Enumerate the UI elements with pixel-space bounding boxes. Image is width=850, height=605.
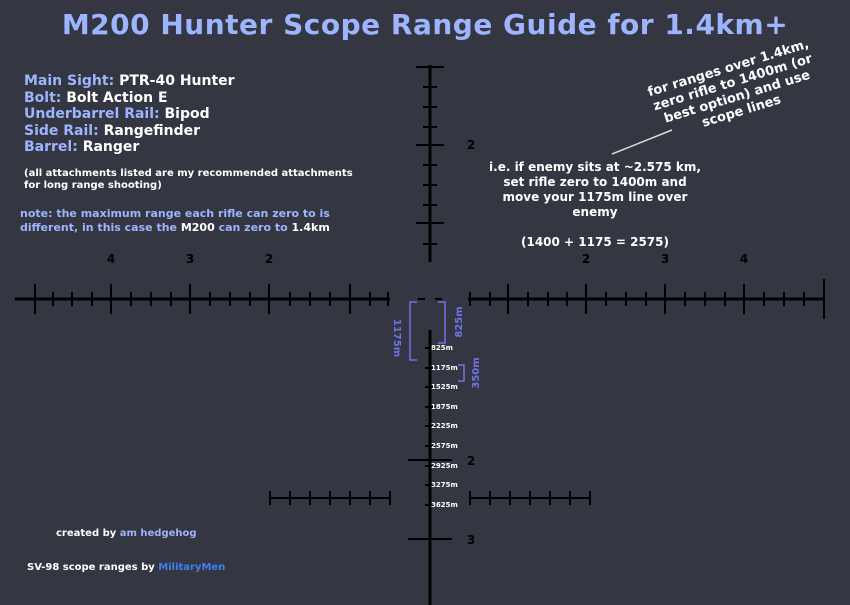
lower-number: 2 [467,454,475,468]
right-number: 3 [661,252,669,266]
step-bracket-label: 350m [471,357,482,388]
creator-credit: created by am hedgehog [56,528,197,539]
offset-bracket-label: 1175m [391,319,402,357]
zero-bracket-label: 825m [454,306,465,337]
page-title: M200 Hunter Scope Range Guide for 1.4km+ [61,8,789,41]
range-label: 825m [431,344,453,352]
step-bracket [458,364,465,382]
range-label: 2925m [431,462,458,470]
right-number: 4 [740,252,748,266]
attachment-list: Main Sight: PTR-40 Hunter Bolt: Bolt Act… [24,73,235,156]
range-label: 1525m [431,383,458,391]
example-text: i.e. if enemy sits at ~2.575 km, set rif… [489,160,701,219]
left-number: 3 [186,252,194,266]
range-label: 2575m [431,442,458,450]
range-label: 2225m [431,422,458,430]
attachment-side-rail: Side Rail: Rangefinder [24,122,201,139]
range-label: 1875m [431,403,458,411]
upper-number: 2 [467,138,475,152]
ranges-credit: SV-98 scope ranges by MilitaryMen [27,562,226,573]
range-label: 3625m [431,501,458,509]
offset-bracket [409,301,417,361]
militarymen-link[interactable]: MilitaryMen [158,562,226,573]
lower-number: 3 [467,533,475,547]
range-label: 3275m [431,481,458,489]
attachment-bolt: Bolt: Bolt Action E [24,89,168,106]
tip-pointer [611,129,673,155]
example-equation: (1400 + 1175 = 2575) [521,235,669,249]
left-number: 2 [265,252,273,266]
attachment-barrel: Barrel: Ranger [24,139,140,155]
zero-bracket [438,301,446,344]
zero-range-note: note: the maximum range each rifle can z… [20,207,330,234]
attachment-fineprint: (all attachments listed are my recommend… [24,168,353,191]
range-label: 1175m [431,364,458,372]
attachment-main-sight: Main Sight: PTR-40 Hunter [24,73,235,89]
attachment-underbarrel: Underbarrel Rail: Bipod [24,106,210,122]
right-number: 2 [582,252,590,266]
left-number: 4 [107,252,115,266]
